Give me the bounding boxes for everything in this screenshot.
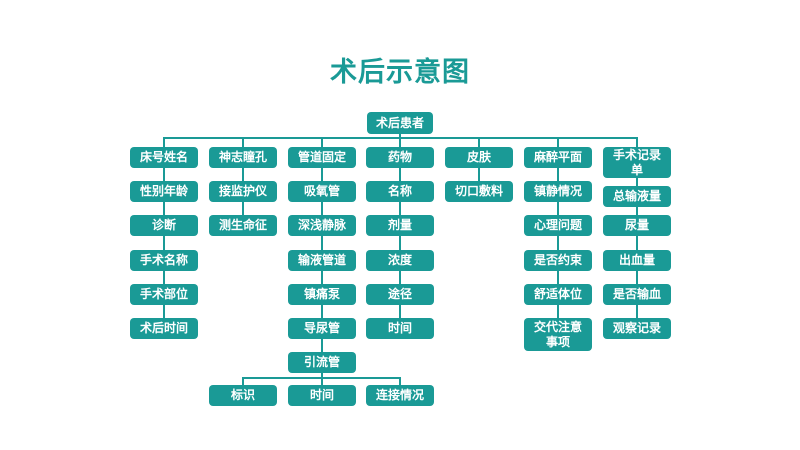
- node-anesthesia-level: 麻醉平面: [524, 147, 592, 168]
- drop-sub-0: [242, 377, 244, 385]
- node-urine-volume: 尿量: [603, 215, 671, 236]
- node-bed-name: 床号姓名: [130, 147, 198, 168]
- node-concentration: 浓度: [366, 250, 434, 271]
- node-drug-name: 名称: [366, 181, 434, 202]
- spine-col-2: [321, 168, 323, 386]
- drop-col-6: [636, 137, 638, 147]
- spine-col-4: [478, 168, 480, 181]
- node-skin: 皮肤: [445, 147, 513, 168]
- node-handover-notes: 交代注意事项: [524, 318, 592, 351]
- page-title: 术后示意图: [330, 57, 470, 88]
- node-label: 标识: [209, 385, 277, 406]
- drop-col-0: [163, 137, 165, 147]
- node-postop-time: 术后时间: [130, 318, 198, 339]
- drop-col-3: [399, 137, 401, 147]
- node-psychological: 心理问题: [524, 215, 592, 236]
- node-drug-time: 时间: [366, 318, 434, 339]
- drop-sub-1: [321, 377, 323, 385]
- node-vital-signs: 测生命征: [209, 215, 277, 236]
- node-total-infusion: 总输液量: [603, 186, 671, 207]
- drop-sub-2: [399, 377, 401, 385]
- node-sedation: 镇静情况: [524, 181, 592, 202]
- node-tube-fixation: 管道固定: [288, 147, 356, 168]
- node-incision-dressing: 切口敷料: [445, 181, 513, 202]
- node-urinary-catheter: 导尿管: [288, 318, 356, 339]
- node-gender-age: 性别年龄: [130, 181, 198, 202]
- node-oxygen-tube: 吸氧管: [288, 181, 356, 202]
- node-monitor: 接监护仪: [209, 181, 277, 202]
- node-surgery-site: 手术部位: [130, 284, 198, 305]
- node-veins: 深浅静脉: [288, 215, 356, 236]
- node-consciousness-pupils: 神志瞳孔: [209, 147, 277, 168]
- node-drain-time: 时间: [288, 385, 356, 406]
- node-surgery-name: 手术名称: [130, 250, 198, 271]
- node-surgery-record: 手术记录单: [603, 147, 671, 178]
- drop-col-1: [242, 137, 244, 147]
- node-analgesia-pump: 镇痛泵: [288, 284, 356, 305]
- root-connector: [399, 134, 401, 139]
- node-blood-loss: 出血量: [603, 250, 671, 271]
- drop-col-2: [321, 137, 323, 147]
- node-comfort-position: 舒适体位: [524, 284, 592, 305]
- node-drainage-tube: 引流管: [288, 352, 356, 373]
- drop-col-4: [478, 137, 480, 147]
- node-route: 途径: [366, 284, 434, 305]
- spine-col-3: [399, 168, 401, 318]
- spine-col-5: [557, 168, 559, 318]
- root-node: 术后患者: [367, 112, 433, 134]
- node-connection-status: 连接情况: [366, 385, 434, 406]
- node-transfusion: 是否输血: [603, 284, 671, 305]
- node-diagnosis: 诊断: [130, 215, 198, 236]
- node-observation-record: 观察记录: [603, 318, 671, 339]
- drop-col-5: [557, 137, 559, 147]
- node-dose: 剂量: [366, 215, 434, 236]
- node-infusion-line: 输液管道: [288, 250, 356, 271]
- spine-col-0: [163, 168, 165, 318]
- spine-col-6: [636, 178, 638, 318]
- node-medication: 药物: [366, 147, 434, 168]
- node-restraint: 是否约束: [524, 250, 592, 271]
